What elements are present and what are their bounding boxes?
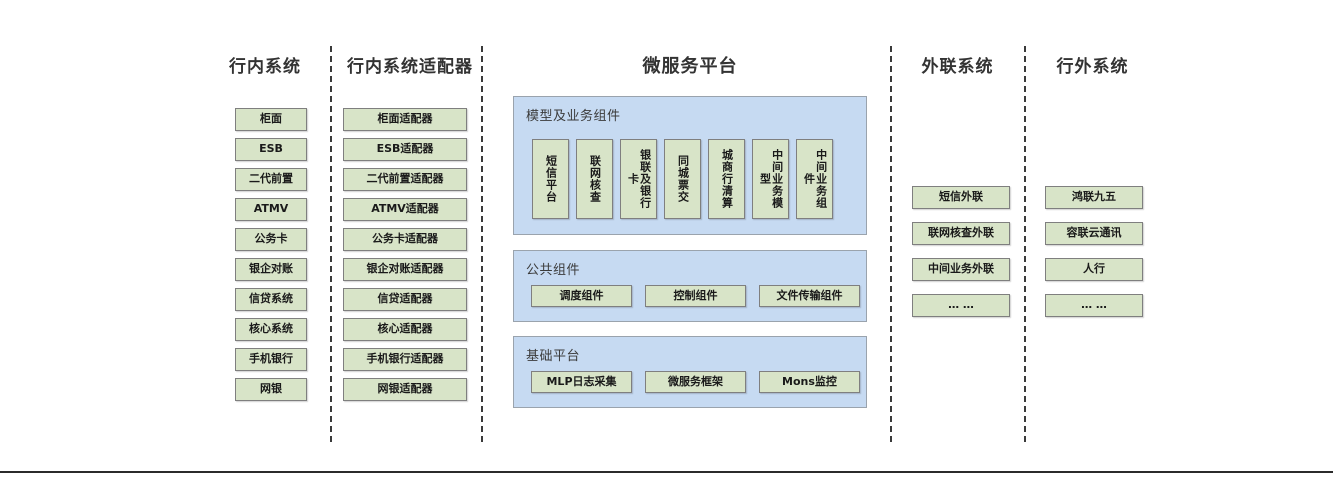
node-in-bank-adapter[interactable]: 手机银行适配器 [343,348,467,371]
node-in-bank-system[interactable]: 信贷系统 [235,288,307,311]
node-public-component[interactable]: 控制组件 [645,285,746,307]
column-divider-2 [481,46,483,442]
column-divider-1 [330,46,332,442]
node-in-bank-adapter[interactable]: 信贷适配器 [343,288,467,311]
node-in-bank-system[interactable]: 公务卡 [235,228,307,251]
node-external-link-system[interactable]: 联网核查外联 [912,222,1010,245]
node-in-bank-adapter[interactable]: 柜面适配器 [343,108,467,131]
node-in-bank-system[interactable]: 二代前置 [235,168,307,191]
node-in-bank-adapter[interactable]: 网银适配器 [343,378,467,401]
node-out-bank-system[interactable]: 人行 [1045,258,1143,281]
node-model-component[interactable]: 银联及银行卡 [620,139,657,219]
column-title-in-bank-systems: 行内系统 [229,57,301,77]
node-in-bank-adapter[interactable]: ESB适配器 [343,138,467,161]
platform-title: 微服务平台 [642,56,738,77]
node-model-component[interactable]: 城商行清算 [708,139,745,219]
node-in-bank-adapter[interactable]: 银企对账适配器 [343,258,467,281]
column-title-out-bank-systems: 行外系统 [1056,57,1129,77]
bottom-divider [0,471,1333,473]
node-public-component[interactable]: 调度组件 [531,285,632,307]
node-in-bank-adapter[interactable]: 公务卡适配器 [343,228,467,251]
node-in-bank-system[interactable]: 柜面 [235,108,307,131]
column-title-external-link-systems: 外联系统 [921,57,994,77]
node-in-bank-system[interactable]: 手机银行 [235,348,307,371]
node-model-component[interactable]: 短信平台 [532,139,569,219]
node-model-component[interactable]: 中间业务模型 [752,139,789,219]
node-base-platform-component[interactable]: MLP日志采集 [531,371,632,393]
node-model-component[interactable]: 联网核查 [576,139,613,219]
node-base-platform-component[interactable]: Mons监控 [759,371,860,393]
node-external-link-system[interactable]: 短信外联 [912,186,1010,209]
panel-title-base-platform: 基础平台 [526,349,581,364]
node-out-bank-system[interactable]: 容联云通讯 [1045,222,1143,245]
node-out-bank-system[interactable]: 鸿联九五 [1045,186,1143,209]
node-in-bank-system[interactable]: ESB [235,138,307,161]
node-in-bank-adapter[interactable]: 核心适配器 [343,318,467,341]
column-divider-3 [890,46,892,442]
node-external-link-system[interactable]: 中间业务外联 [912,258,1010,281]
panel-title-public-components: 公共组件 [526,263,581,278]
column-title-in-bank-adapters: 行内系统适配器 [347,57,473,77]
node-in-bank-system[interactable]: 网银 [235,378,307,401]
panel-title-model-business-components: 模型及业务组件 [526,109,621,124]
node-out-bank-system[interactable]: … … [1045,294,1143,317]
node-in-bank-system[interactable]: 核心系统 [235,318,307,341]
node-model-component[interactable]: 中间业务组件 [796,139,833,219]
node-public-component[interactable]: 文件传输组件 [759,285,860,307]
node-in-bank-system[interactable]: ATMV [235,198,307,221]
column-divider-4 [1024,46,1026,442]
node-external-link-system[interactable]: … … [912,294,1010,317]
node-base-platform-component[interactable]: 微服务框架 [645,371,746,393]
node-model-component[interactable]: 同城票交 [664,139,701,219]
node-in-bank-adapter[interactable]: 二代前置适配器 [343,168,467,191]
node-in-bank-system[interactable]: 银企对账 [235,258,307,281]
node-in-bank-adapter[interactable]: ATMV适配器 [343,198,467,221]
